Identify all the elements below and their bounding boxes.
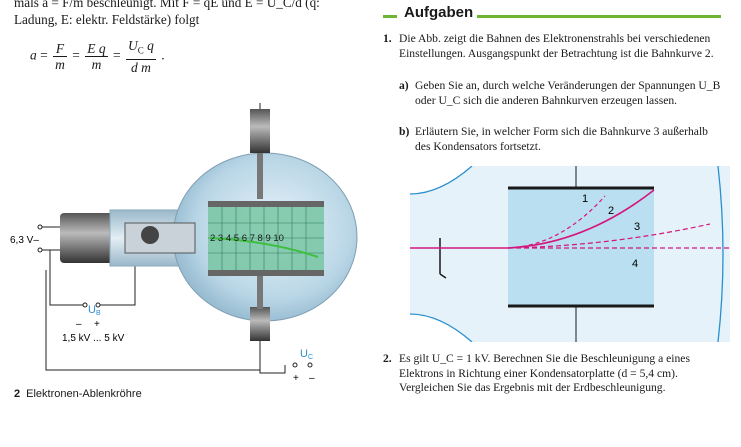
curve-label-4: 4 — [632, 258, 638, 270]
terminal-uc-plus — [292, 362, 298, 368]
terminal-uc-minus — [307, 362, 313, 368]
tube-outline-bottom — [410, 313, 473, 342]
section-heading: Aufgaben — [383, 4, 721, 24]
ub-plus-sign: + — [94, 319, 100, 330]
task-1: 1. Die Abb. zeigt die Bahnen des Elektro… — [383, 32, 721, 61]
frac3-sub: C — [137, 45, 144, 56]
frac3-q: q — [143, 38, 154, 53]
beam-path-3 — [507, 223, 711, 249]
frac2-den: m — [91, 56, 102, 72]
curve-label-2: 2 — [608, 205, 614, 217]
heater-voltage-label: 6,3 V– — [10, 235, 39, 246]
top-plate-stem — [257, 153, 263, 199]
bottom-plate-stem — [257, 275, 263, 309]
intro-text: mals a = F/m beschleunigt. Mit F = qE un… — [14, 0, 320, 27]
electron-deflection-tube-figure: 2 3 4 5 6 7 8 9 10 6,3 V– UB – + 1,5 kV … — [10, 103, 358, 384]
beam-path-2 — [507, 189, 655, 249]
formula-lhs: a — [30, 47, 37, 63]
terminal-2 — [37, 247, 43, 253]
ub-range-label: 1,5 kV ... 5 kV — [62, 333, 125, 344]
beam-trace — [209, 237, 319, 258]
uc-label: UC — [300, 348, 313, 361]
task-1b: b) Erläutern Sie, in welcher Form sich d… — [399, 125, 721, 154]
formula-eq-1: = — [40, 47, 48, 63]
terminal-1 — [37, 224, 43, 230]
task-1a-text: Geben Sie an, durch welche Veränderungen… — [415, 79, 721, 107]
task-2: 2. Es gilt U_C = 1 kV. Berechnen Sie die… — [383, 352, 721, 396]
beam-paths-figure: 1 2 3 4 — [410, 166, 730, 342]
upper-deflection-plate — [208, 201, 324, 207]
electron-gun — [124, 222, 196, 254]
frac3-num: UC q — [126, 38, 156, 60]
uc-plus-sign: + — [293, 373, 299, 384]
frac3-u: U — [128, 38, 138, 53]
frac1-num: F — [53, 41, 67, 57]
circuit-wires — [42, 103, 286, 374]
section-title: Aufgaben — [400, 4, 478, 21]
task-1a-label: a) — [399, 79, 409, 92]
task-1b-label: b) — [399, 125, 410, 138]
acceleration-formula: a = F m = E q m = UC q d m . — [30, 38, 165, 75]
frac1-den: m — [55, 56, 65, 72]
screen-grid — [208, 207, 324, 270]
curve-label-1: 1 — [582, 193, 588, 205]
caption-number: 2 — [14, 388, 21, 400]
cathode-socket — [60, 213, 115, 263]
heading-bar-right — [473, 15, 721, 18]
figure-caption: 2 Elektronen-Ablenkröhre — [14, 388, 142, 400]
heading-bar-left — [383, 15, 397, 18]
curve-label-3: 3 — [634, 221, 640, 233]
formula-eq-3: = — [113, 47, 121, 63]
gun-marker-tick — [439, 273, 447, 279]
terminal-ub-plus — [95, 302, 101, 308]
fraction-eq-m: E q m — [85, 40, 108, 72]
formula-eq-2: = — [72, 47, 80, 63]
screen-scale-label: 2 3 4 5 6 7 8 9 10 — [210, 233, 284, 244]
anode-ring — [141, 226, 159, 244]
frac2-num: E q — [85, 40, 108, 57]
formula-end: . — [161, 47, 165, 63]
task-1a: a) Geben Sie an, durch welche Veränderun… — [399, 79, 721, 108]
tube-outline-top — [410, 166, 473, 195]
fraction-uc-dm: UC q d m — [126, 38, 156, 75]
ub-minus-sign: – — [76, 319, 82, 330]
lower-deflection-plate — [208, 270, 324, 276]
terminal-ub-minus — [82, 302, 88, 308]
caption-text: Elektronen-Ablenkröhre — [26, 388, 142, 400]
bottom-connector — [250, 307, 270, 341]
tube-outline-right — [717, 166, 724, 342]
ub-label: UB — [88, 304, 101, 317]
task-1-text: Die Abb. zeigt die Bahnen des Elektronen… — [399, 32, 714, 60]
top-connector — [250, 109, 270, 153]
task-1-number: 1. — [383, 32, 392, 45]
uc-minus-sign: – — [309, 373, 315, 384]
task-2-number: 2. — [383, 352, 392, 365]
task-1b-text: Erläutern Sie, in welcher Form sich die … — [415, 125, 708, 153]
frac3-den: d m — [131, 59, 151, 75]
task-2-text: Es gilt U_C = 1 kV. Berechnen Sie die Be… — [399, 352, 690, 395]
fraction-f-m: F m — [53, 41, 67, 72]
